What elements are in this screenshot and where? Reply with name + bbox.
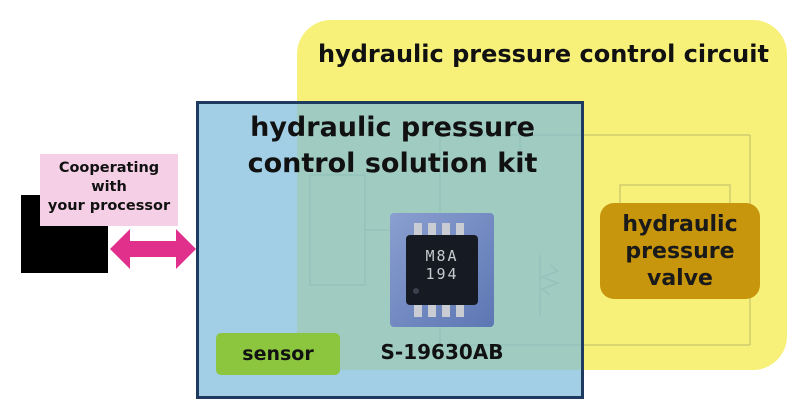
valve-label: hydraulic pressure valve: [622, 211, 738, 291]
double-arrow-icon: [110, 229, 196, 269]
part-number: S-19630AB: [380, 340, 504, 364]
sensor-box: sensor: [216, 333, 340, 375]
circuit-title: hydraulic pressure control circuit: [318, 40, 769, 68]
sensor-label: sensor: [242, 343, 314, 365]
chip-marking-line1: M8A: [425, 247, 459, 265]
hydraulic-pressure-valve: hydraulic pressure valve: [600, 203, 760, 299]
kit-title: hydraulic pressure control solution kit: [247, 112, 538, 179]
chip-drawing: [406, 223, 478, 317]
processor-label: Cooperating with your processor: [40, 154, 178, 226]
chip-marking-line2: 194: [425, 265, 459, 283]
ic-chip-icon: M8A 194: [390, 213, 494, 327]
